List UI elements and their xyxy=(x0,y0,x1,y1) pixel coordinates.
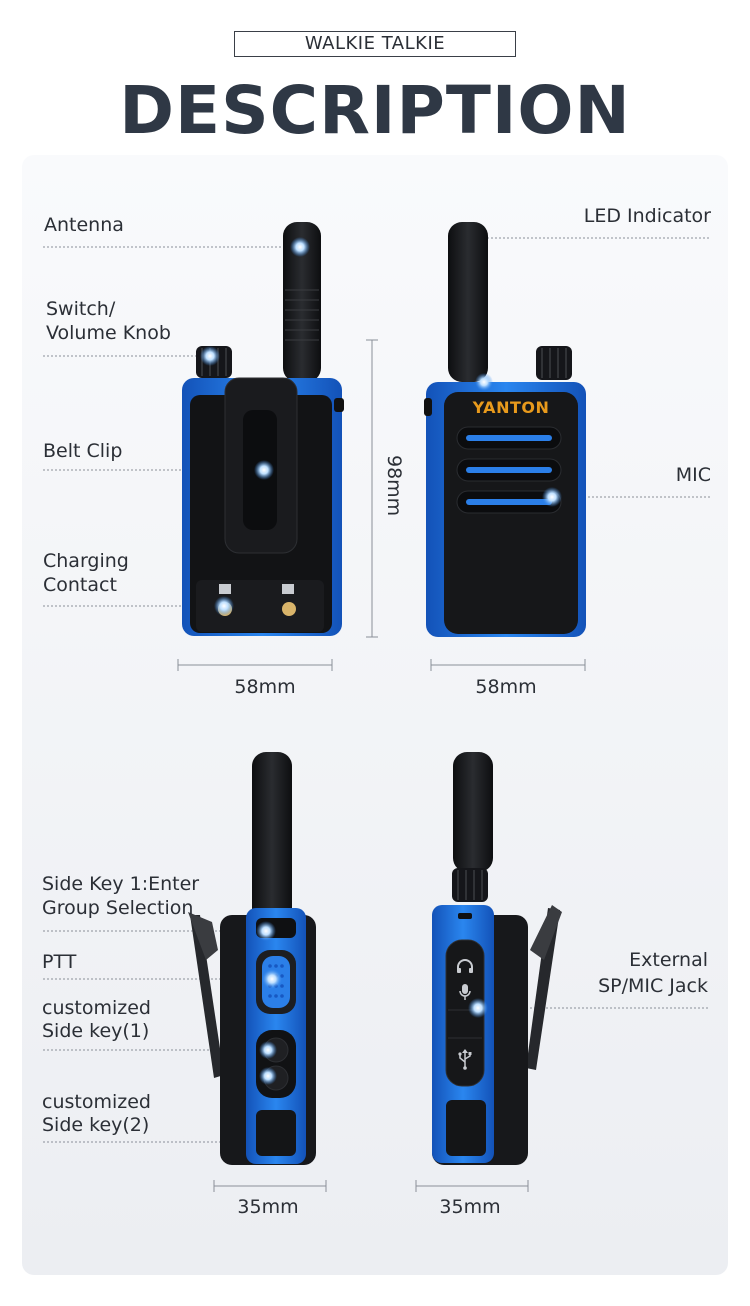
label-side-key1-line1: Side Key 1:Enter xyxy=(42,873,200,895)
label-switch-line1: Switch/ xyxy=(46,298,116,320)
headphones-icon xyxy=(456,958,474,973)
label-charging-line2: Contact xyxy=(43,574,117,596)
label-led-indicator: LED Indicator xyxy=(583,205,711,227)
radio-front-view xyxy=(424,222,586,637)
label-custom2-line1: customized xyxy=(42,1091,151,1113)
radio-back-view xyxy=(182,222,344,636)
dimension-lines xyxy=(177,339,586,1192)
dimension-height: 98mm xyxy=(383,455,405,517)
section-tag: WALKIE TALKIE xyxy=(234,31,516,57)
label-custom1-line2: Side key(1) xyxy=(42,1020,150,1042)
label-charging-line1: Charging xyxy=(43,550,129,572)
label-switch-line2: Volume Knob xyxy=(46,322,171,344)
dimension-depth-right: 35mm xyxy=(439,1196,501,1218)
label-mic: MIC xyxy=(675,464,711,486)
speaker-grille xyxy=(456,426,562,514)
label-external-line2: SP/MIC Jack xyxy=(598,975,708,997)
dimension-depth-left: 35mm xyxy=(237,1196,299,1218)
label-side-key1-line2: Group Selection xyxy=(42,897,194,919)
label-custom2-line2: Side key(2) xyxy=(42,1114,150,1136)
dimension-width-back: 58mm xyxy=(234,676,296,698)
label-belt-clip: Belt Clip xyxy=(43,440,123,462)
highlight-dots xyxy=(200,237,562,1085)
dimension-width-front: 58mm xyxy=(475,676,537,698)
brand-logo: YANTON xyxy=(472,398,550,417)
page-title: DESCRIPTION xyxy=(119,72,631,149)
label-antenna: Antenna xyxy=(44,214,124,236)
background-panel xyxy=(22,155,728,1275)
label-external-line1: External xyxy=(629,949,708,971)
radio-right-side-view xyxy=(432,752,562,1165)
label-ptt: PTT xyxy=(42,951,77,973)
label-custom1-line1: customized xyxy=(42,997,151,1019)
microphone-icon xyxy=(459,983,471,1001)
usb-icon xyxy=(456,1048,474,1070)
radio-left-side-view xyxy=(188,752,316,1165)
